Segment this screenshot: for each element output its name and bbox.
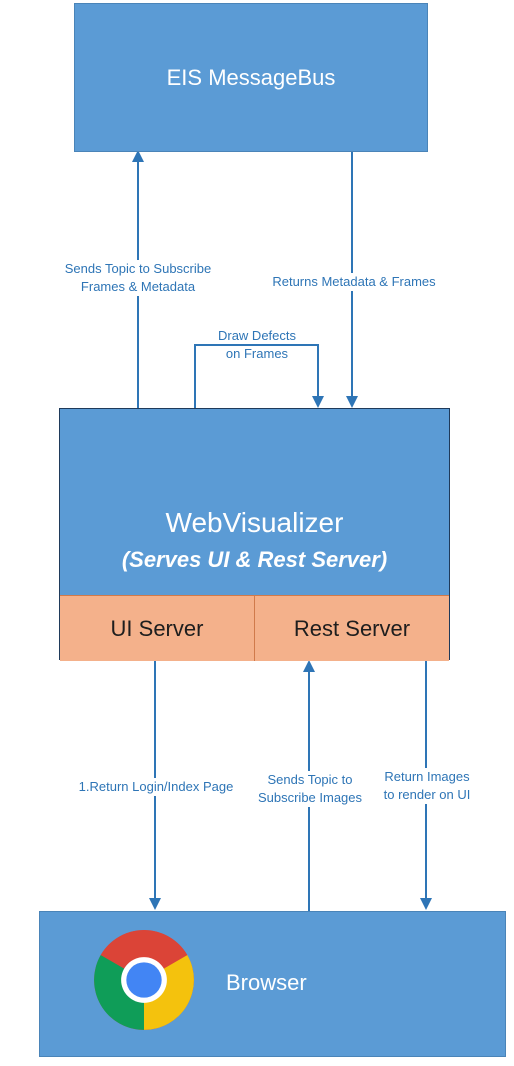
message-bus-node: EIS MessageBus: [74, 3, 428, 152]
arrow-draw-defects: [194, 344, 319, 408]
arrowhead-draw-defects: [312, 396, 324, 408]
edge-label-draw-defects: Draw Defects on Frames: [217, 328, 297, 361]
edge-label-return-login: 1.Return Login/Index Page: [65, 778, 247, 796]
edge-label-sends-topic: Sends Topic to Subscribe Frames & Metada…: [52, 260, 224, 296]
arrowhead-return-images: [420, 898, 432, 910]
browser-node: Browser: [39, 911, 506, 1057]
web-visualizer-node: WebVisualizer (Serves UI & Rest Server) …: [59, 408, 450, 661]
rest-server-label: Rest Server: [293, 615, 411, 641]
message-bus-label: EIS MessageBus: [166, 64, 336, 90]
browser-label: Browser: [226, 970, 307, 995]
chrome-logo-icon: [94, 930, 194, 1030]
edge-label-return-images: Return Images to render on UI: [371, 768, 483, 804]
rest-server-node: Rest Server: [255, 595, 449, 661]
web-visualizer-subtitle: (Serves UI & Rest Server): [121, 547, 388, 572]
arrowhead-sends-topic: [132, 150, 144, 162]
arrowhead-returns-metadata: [346, 396, 358, 408]
arrowhead-return-login: [149, 898, 161, 910]
arrowhead-sends-topic-images: [303, 660, 315, 672]
edge-label-returns-metadata: Returns Metadata & Frames: [258, 273, 450, 291]
ui-server-label: UI Server: [110, 615, 204, 641]
web-visualizer-title: WebVisualizer: [165, 507, 344, 538]
ui-server-node: UI Server: [60, 595, 255, 661]
edge-label-sends-topic-images: Sends Topic to Subscribe Images: [250, 771, 370, 807]
